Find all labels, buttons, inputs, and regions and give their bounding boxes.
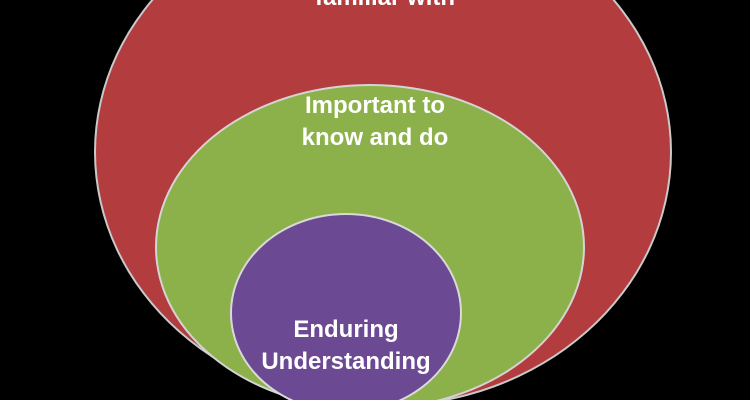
inner-circle bbox=[230, 213, 462, 400]
inner-circle-label: Enduring Understanding bbox=[246, 314, 446, 378]
middle-label-line-1: Important to bbox=[305, 92, 445, 119]
outer-label-text: familiar with bbox=[315, 0, 455, 11]
inner-label-line-1: Enduring bbox=[293, 316, 399, 343]
inner-label-line-2: Understanding bbox=[261, 348, 431, 375]
middle-label-line-2: know and do bbox=[301, 124, 449, 151]
outer-circle-label: familiar with bbox=[200, 0, 570, 14]
middle-circle-label: Important to know and do bbox=[220, 90, 530, 154]
